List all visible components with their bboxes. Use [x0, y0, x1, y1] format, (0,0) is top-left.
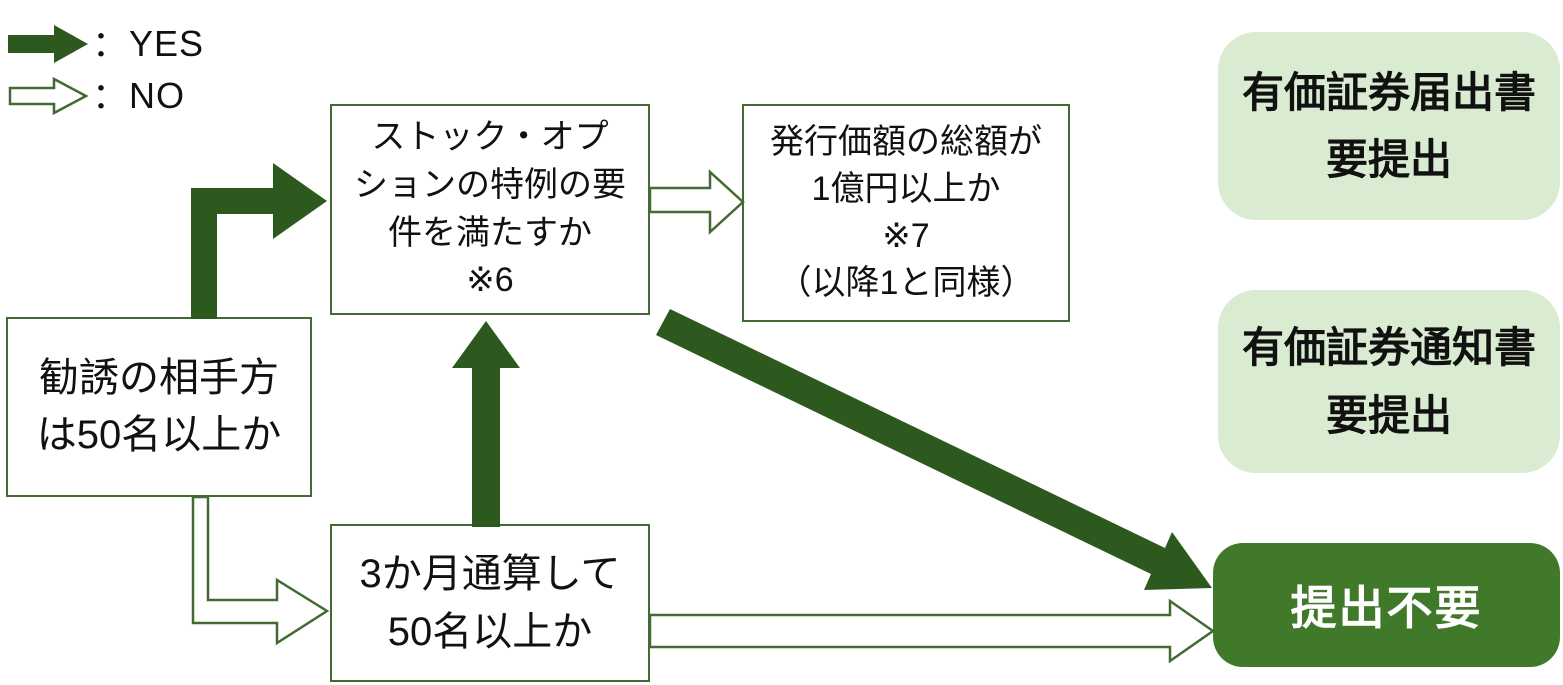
no-arrow-icon	[8, 76, 89, 116]
node-issue-price-total: 発行価額の総額が 1億円以上か ※7 （以降1と同様）	[742, 104, 1070, 322]
legend-no-label: ：NO	[92, 75, 186, 116]
legend-yes-label: ：YES	[92, 23, 205, 64]
arrow-no-stock-option-to-issue-price	[648, 169, 745, 235]
node-stock-option-special-rule: ストック・オプ ションの特例の要 件を満たすか ※6	[330, 104, 650, 315]
arrow-yes-solicitation-to-stock-option	[191, 163, 327, 319]
arrow-yes-stock-option-to-not-required	[656, 309, 1212, 590]
node-solicitation-text: 勧誘の相手方 は50名以上か	[36, 356, 282, 457]
node-issue-price-text: 発行価額の総額が 1億円以上か ※7 （以降1と同様）	[770, 123, 1042, 302]
arrow-no-solicitation-to-three-months	[191, 495, 330, 646]
arrow-yes-three-months-to-stock-option	[452, 321, 520, 527]
legend-no-row: ：NO	[8, 70, 204, 122]
legend-yes-row: ：YES	[8, 18, 204, 70]
legend: ：YES ：NO	[8, 18, 204, 122]
node-solicitation-50-or-more: 勧誘の相手方 は50名以上か	[6, 317, 312, 497]
result-not-required-text: 提出不要	[1290, 582, 1483, 634]
result-securities-notification: 有価証券通知書 要提出	[1218, 290, 1560, 473]
arrow-no-three-months-to-not-required	[648, 598, 1216, 664]
node-three-months-text: 3か月通算して 50名以上か	[359, 552, 621, 654]
yes-arrow-icon	[8, 25, 88, 63]
node-three-months-total: 3か月通算して 50名以上か	[330, 524, 650, 682]
result-submission-not-required: 提出不要	[1213, 543, 1560, 667]
result-notification-text: 有価証券通知書 要提出	[1241, 324, 1536, 439]
result-registration-text: 有価証券届出書 要提出	[1241, 68, 1536, 183]
node-stock-option-text: ストック・オプ ションの特例の要 件を満たすか ※6	[354, 118, 626, 300]
result-securities-registration-statement: 有価証券届出書 要提出	[1218, 32, 1560, 220]
